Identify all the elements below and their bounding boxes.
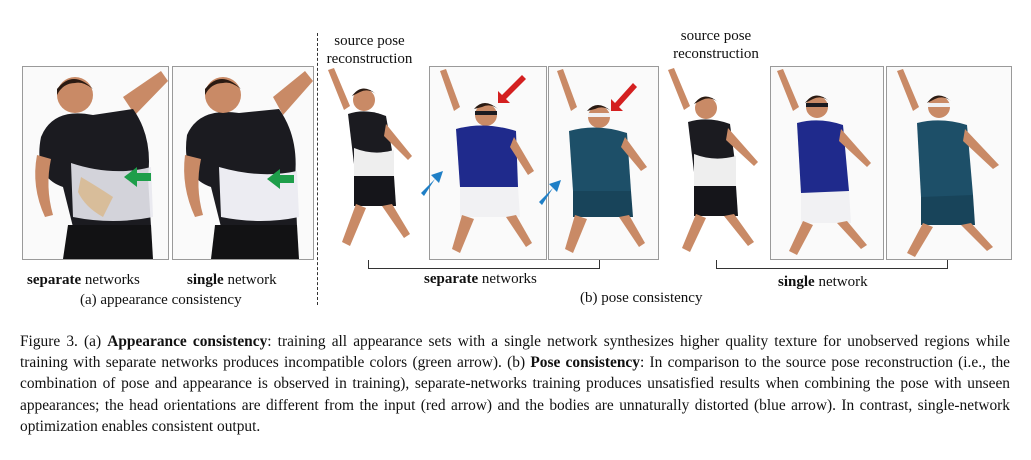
section-divider xyxy=(317,33,318,305)
tennis-player-fullbody-image xyxy=(557,69,647,253)
source-pose-label-left: source pose reconstruction xyxy=(326,33,413,67)
red-arrow-icon xyxy=(611,83,637,111)
green-arrow-icon xyxy=(267,169,294,189)
bracket-single-network xyxy=(716,260,948,269)
caption-bold-pose: Pose consistency xyxy=(530,354,640,372)
tennis-player-fullbody-image xyxy=(668,68,758,252)
tennis-player-fullbody-image xyxy=(897,69,999,257)
panel-b-source-right xyxy=(662,66,766,258)
panel-b-single-teal xyxy=(886,66,1012,260)
tennis-player-fullbody-image xyxy=(328,68,412,246)
panel-b-separate-navy xyxy=(429,66,547,260)
tennis-player-closeup-image xyxy=(35,71,168,259)
subcaption-a: (a) appearance consistency xyxy=(80,292,242,308)
label-separate-networks-a: separate networks xyxy=(27,272,140,288)
caption-text-2: : In comparison to the source pose recon… xyxy=(20,354,1010,435)
caption-bold-appearance: Appearance consistency xyxy=(107,333,268,350)
panel-a-single xyxy=(172,66,314,260)
blue-arrow-icon xyxy=(421,171,443,196)
label-single-network-a: single network xyxy=(187,272,277,288)
tennis-player-closeup-image xyxy=(184,71,313,259)
green-arrow-icon xyxy=(124,167,151,187)
panel-a-separate xyxy=(22,66,169,260)
figure-caption: Figure 3. (a) Appearance consistency: tr… xyxy=(20,331,1010,437)
panel-b-source-left xyxy=(320,66,424,258)
tennis-player-fullbody-image xyxy=(777,69,871,255)
label-single-network-b: single network xyxy=(778,274,868,290)
bracket-separate-networks xyxy=(368,260,600,269)
label-separate-networks-b: separate networks xyxy=(424,271,537,287)
subcaption-b: (b) pose consistency xyxy=(580,290,703,306)
caption-prefix: Figure 3. (a) xyxy=(20,333,102,350)
panel-b-single-navy xyxy=(770,66,884,260)
tennis-player-fullbody-image xyxy=(440,69,534,253)
panel-b-separate-teal xyxy=(548,66,659,260)
red-arrow-icon xyxy=(498,75,526,103)
source-pose-label-right: source pose reconstruction xyxy=(673,28,759,62)
blue-arrow-icon xyxy=(539,180,561,205)
caption-text-1: : training all appearance sets with a si… xyxy=(20,333,1010,372)
